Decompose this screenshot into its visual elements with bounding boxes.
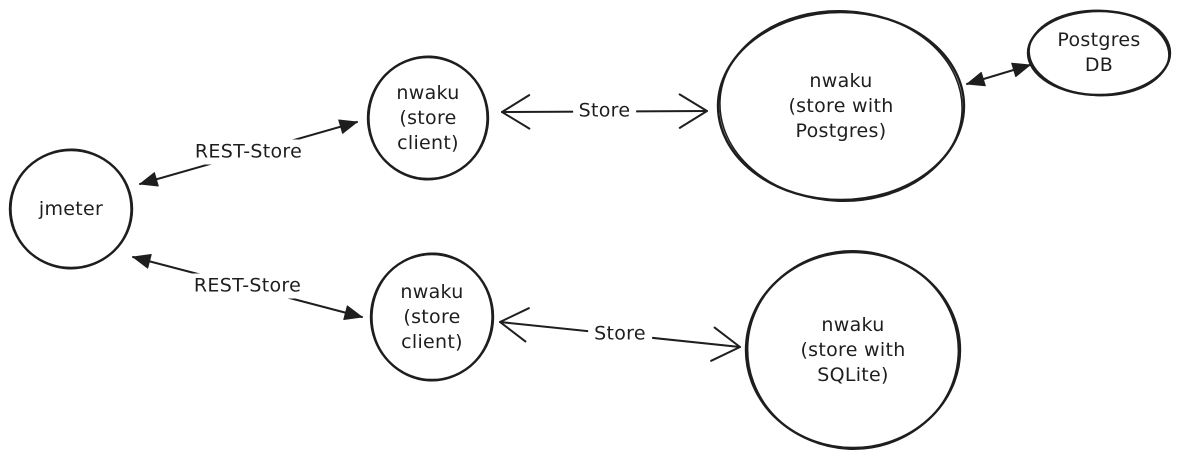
arrow-head-start-rest-store-bottom <box>132 254 152 269</box>
arrow-head-start-rest-store-top <box>139 172 159 187</box>
node-ellipse-sketch-store-sqlite <box>746 250 960 450</box>
node-ellipse-sketch-store-postgres <box>719 10 963 202</box>
arrow-line-store-top <box>501 110 708 113</box>
arrow-line-rest-store-bottom <box>132 256 363 318</box>
arrow-head-start-store-bottom <box>499 307 530 343</box>
arrow-head-start-postgres-db-link <box>966 71 986 87</box>
node-ellipse-sketch-postgres-db <box>1028 9 1170 97</box>
arrow-head-end-rest-store-bottom <box>343 305 363 320</box>
node-ellipse-store-postgres <box>716 10 966 202</box>
node-ellipse-sketch-store-client-bottom <box>371 252 493 382</box>
node-ellipse-sketch-store-client-top <box>368 55 488 181</box>
arrow-head-start-store-top <box>501 94 531 130</box>
arrow-line-rest-store-top <box>139 121 358 185</box>
arrow-head-end-store-bottom <box>710 326 741 362</box>
arrow-head-end-rest-store-top <box>338 119 358 134</box>
arrow-line-store-bottom <box>499 321 741 348</box>
node-ellipse-store-sqlite <box>744 250 962 450</box>
arrow-head-end-store-top <box>678 93 708 129</box>
node-ellipse-sketch-jmeter <box>10 148 132 270</box>
arrow-head-end-postgres-db-link <box>1011 62 1031 78</box>
